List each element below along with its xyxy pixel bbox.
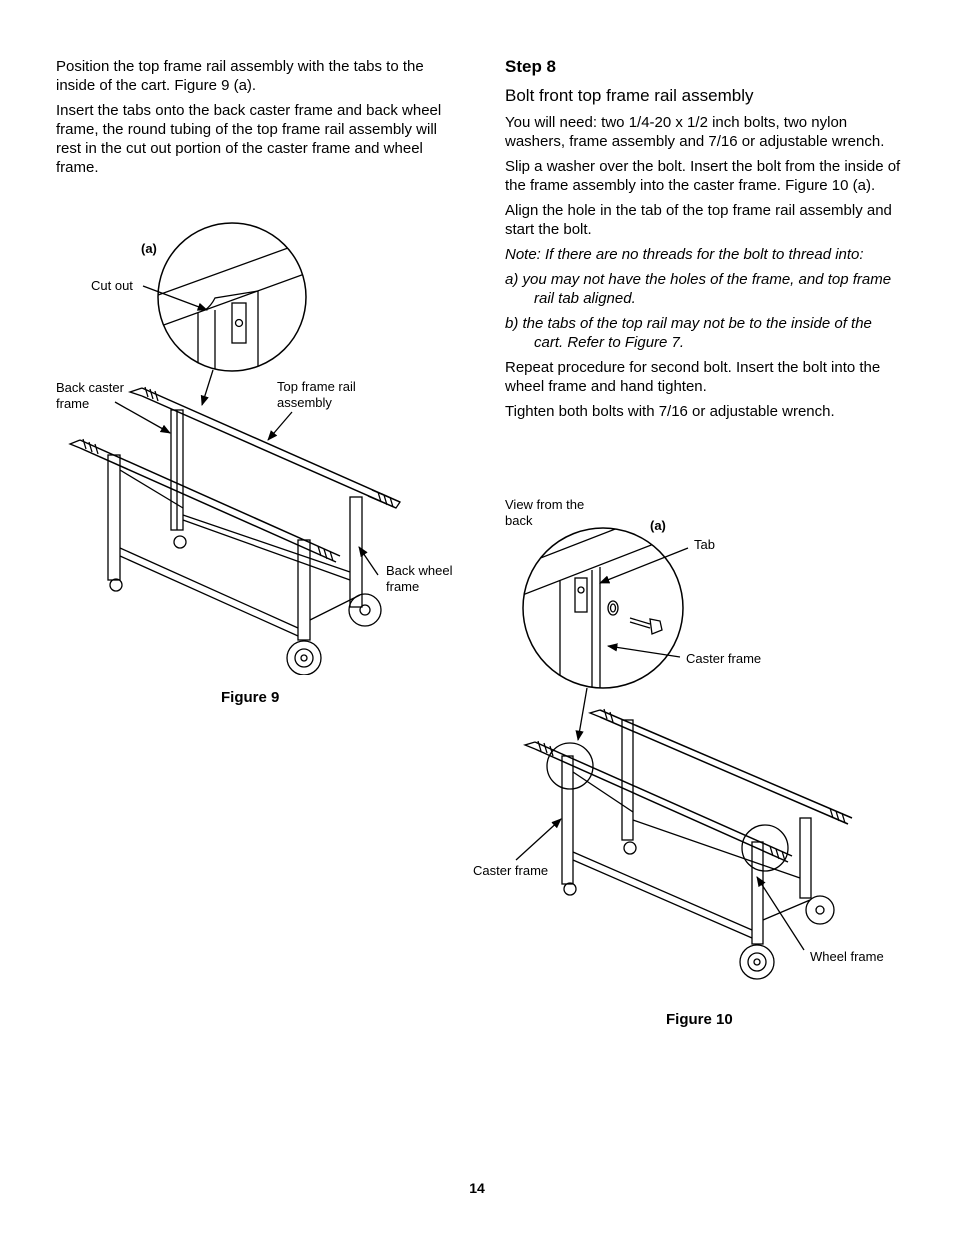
- back-wheel-frame-label: Back wheel frame: [386, 563, 453, 594]
- figure-10-illustration: [515, 527, 853, 980]
- note-item: a) you may not have the holes of the fra…: [505, 271, 892, 307]
- tab-label: Tab: [694, 537, 715, 552]
- figure-9-caption: Figure 9: [221, 689, 280, 706]
- page-number: 14: [469, 1180, 485, 1196]
- figure-9-illustration: [68, 222, 401, 675]
- note-item: b) the tabs of the top rail may not be t…: [505, 315, 872, 351]
- step-subtitle: Bolt front top frame rail assembly: [505, 86, 754, 105]
- top-frame-rail-label: Top frame rail assembly: [277, 379, 356, 410]
- instruction-paragraph: Slip a washer over the bolt. Insert the …: [505, 158, 901, 194]
- instruction-paragraph: Align the hole in the tab of the top fra…: [505, 202, 892, 238]
- back-caster-frame-label: Back caster frame: [56, 380, 124, 411]
- instruction-paragraph: Repeat procedure for second bolt. Insert…: [505, 359, 881, 395]
- cut-out-label: Cut out: [91, 278, 133, 293]
- left-column: Position the top frame rail assembly wit…: [56, 57, 456, 183]
- note: Note: If there are no threads for the bo…: [505, 246, 864, 263]
- wheel-frame-label: Wheel frame: [810, 949, 884, 964]
- figure-10-caption: Figure 10: [666, 1011, 733, 1028]
- instruction-paragraph: Insert the tabs onto the back caster fra…: [56, 102, 442, 176]
- instruction-paragraph: Position the top frame rail assembly wit…: [56, 58, 424, 94]
- instruction-paragraph: Tighten both bolts with 7/16 or adjustab…: [505, 403, 835, 420]
- step-title: Step 8: [505, 57, 557, 76]
- caster-frame-detail-label: Caster frame: [686, 651, 762, 666]
- instruction-paragraph: You will need: two 1/4-20 x 1/2 inch bol…: [505, 114, 885, 150]
- detail-label-a: (a): [650, 518, 666, 533]
- right-column: Step 8 Bolt front top frame rail assembl…: [505, 57, 905, 427]
- detail-label-a: (a): [141, 241, 157, 256]
- view-from-back-label: View from the back: [505, 497, 585, 528]
- caster-frame-label: Caster frame: [473, 863, 549, 878]
